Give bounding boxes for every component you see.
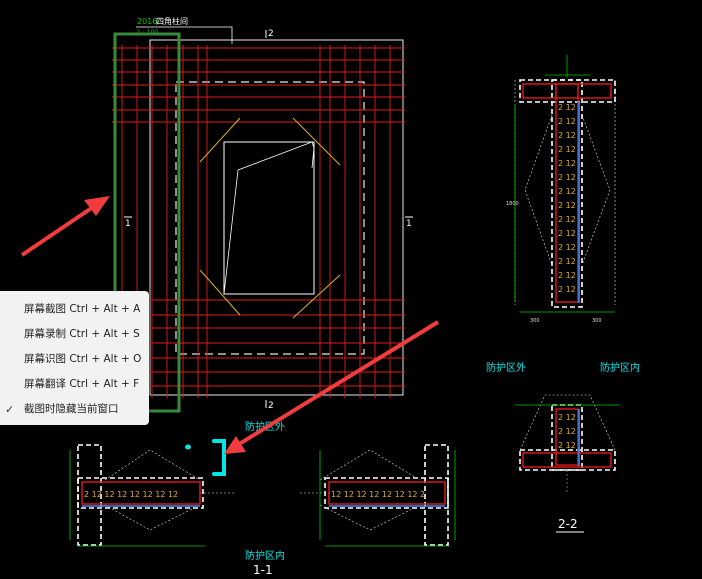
label-inside-right: 防护区内 [600,361,640,374]
svg-text:300: 300 [530,318,540,324]
svg-text:2 12: 2 12 [558,145,576,154]
label-inside-bottom: 防护区内 [245,549,285,562]
red-grid-vertical [121,45,391,398]
svg-text:2 12: 2 12 [558,173,576,182]
annotation-arrows [20,196,440,454]
plan-outer-frame [149,39,404,396]
menu-item-hide-window[interactable]: ✓ 截图时隐藏当前窗口 [0,397,149,422]
menu-item-label: 屏幕识图 Ctrl + Alt + O [24,353,142,365]
yellow-chamfers [199,117,341,319]
section-mark-2-top: 2 [268,29,274,39]
svg-text:2 12: 2 12 [558,427,576,436]
section-mark-1-left: 1 [125,219,131,229]
plan-view: 2016 四角柱间 1 : 100 [112,16,413,413]
screenshot-context-menu: 屏幕截图 Ctrl + Alt + A 屏幕录制 Ctrl + Alt + S … [0,291,149,425]
label-outside-right: 防护区外 [486,361,526,374]
red-grid-horizontal [112,47,405,387]
svg-text:2 12: 2 12 [558,271,576,280]
caption-1-1: 1-1 [253,563,273,577]
svg-text:2 12: 2 12 [558,117,576,126]
svg-text:2 12: 2 12 [558,441,576,450]
menu-item-label: 屏幕截图 Ctrl + Alt + A [24,303,141,315]
menu-item-label: 截图时隐藏当前窗口 [24,403,119,415]
section-mark-1-right: 1 [406,219,412,229]
cyan-bracket-marker [185,439,226,476]
svg-text:2 12: 2 12 [558,159,576,168]
menu-item-screen-record[interactable]: 屏幕录制 Ctrl + Alt + S [0,322,149,347]
title-text: 四角柱间 [156,16,188,26]
svg-text:2 12: 2 12 [558,413,576,422]
svg-text:2 12: 2 12 [558,187,576,196]
svg-text:2 12: 2 12 [558,243,576,252]
svg-text:2 12: 2 12 [558,201,576,210]
svg-text:2 12: 2 12 [558,131,576,140]
svg-text:2 12 12 12 12 12 12 12: 2 12 12 12 12 12 12 12 [84,490,178,499]
plan-opening [223,141,315,295]
menu-item-label: 屏幕翻译 Ctrl + Alt + F [24,378,140,390]
svg-text:2 12: 2 12 [558,229,576,238]
svg-text:2 12: 2 12 [558,103,576,112]
arrow-head-left-icon [84,196,110,216]
menu-item-label: 屏幕录制 Ctrl + Alt + S [24,328,140,340]
checkmark-icon: ✓ [5,403,15,416]
svg-text:2 12: 2 12 [558,257,576,266]
menu-item-screen-ocr[interactable]: 屏幕识图 Ctrl + Alt + O [0,347,149,372]
svg-text:2 12: 2 12 [558,285,576,294]
title-code: 2016 [137,17,157,26]
plan-dashed-boundary [175,81,365,355]
section-1-1-detail: 2 12 12 12 12 12 12 12 12 12 12 12 12 12… [69,420,456,577]
section-mark-2-bottom: 2 [268,401,274,411]
menu-item-screenshot[interactable]: 屏幕截图 Ctrl + Alt + A [0,297,149,322]
svg-text:2 12: 2 12 [558,215,576,224]
menu-item-screen-translate[interactable]: 屏幕翻译 Ctrl + Alt + F [0,372,149,397]
svg-text:12 12 12 12 12 12 12 2: 12 12 12 12 12 12 12 2 [331,490,425,499]
arrow-head-bottom-icon [224,436,246,454]
svg-text:1800: 1800 [506,201,519,207]
caption-2-2: 2-2 [558,517,578,531]
section-2-2-detail: 2 12 2 12 2 12 2 12 2 12 2 12 2 12 2 12 2 12 2… [486,55,640,533]
svg-text:300: 300 [592,318,602,324]
